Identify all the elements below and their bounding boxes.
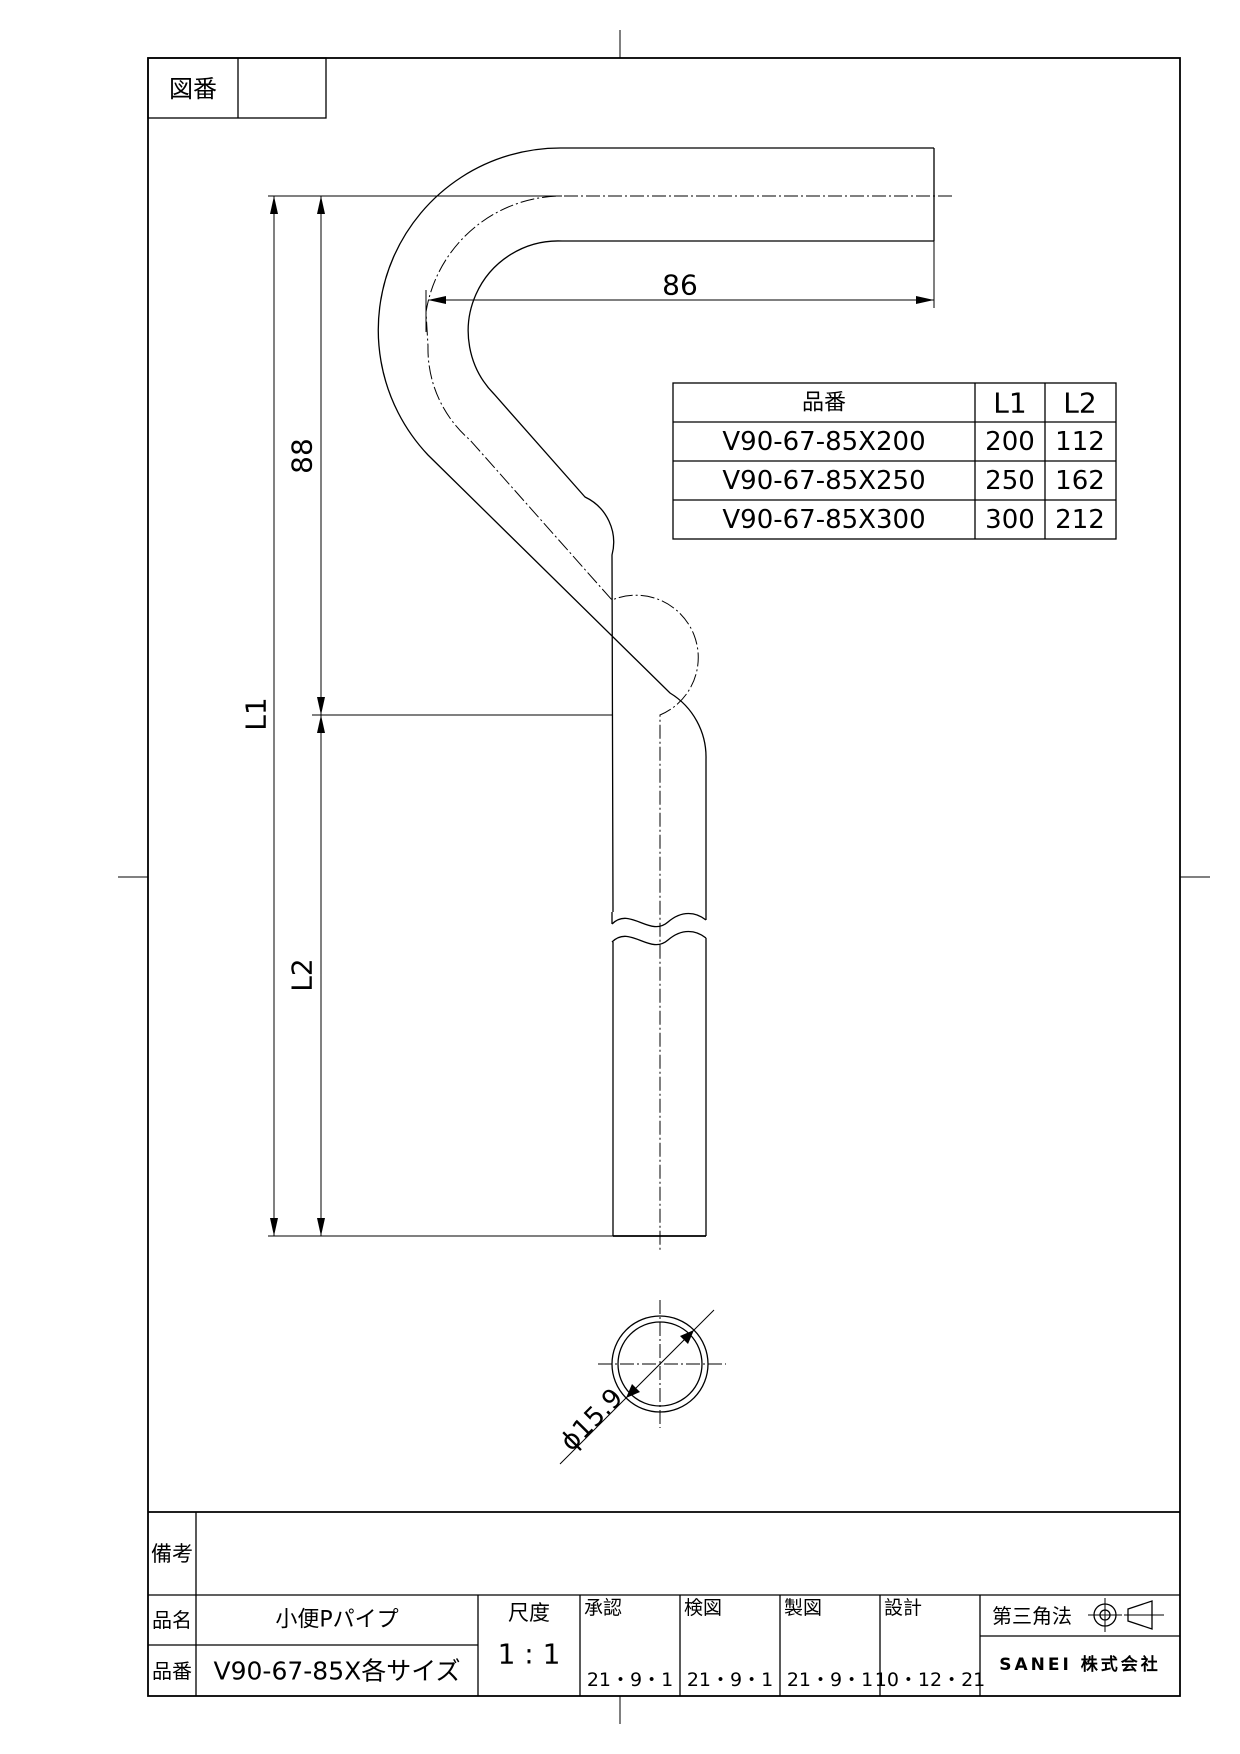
- pipe-centerline: [425, 195, 952, 1252]
- designed-label: 設計: [884, 1597, 922, 1619]
- dim-l1-label: L1: [240, 697, 273, 730]
- projection-label: 第三角法: [992, 1604, 1072, 1628]
- table-header-l1: L1: [993, 387, 1026, 420]
- title-block: 備考 品名 小便Pパイプ 品番 V90-67-85X各サイズ 尺度 1 : 1 …: [148, 1511, 1180, 1696]
- pipe-break-lower: [611, 930, 707, 946]
- table-header-part: 品番: [802, 391, 846, 416]
- table-row-3-l1: 300: [985, 505, 1035, 535]
- dim-diameter-label: ϕ15.9: [555, 1383, 629, 1457]
- scale-label: 尺度: [508, 1601, 550, 1625]
- checked-date: 21・9・1: [687, 1669, 773, 1691]
- table-row-1-l1: 200: [985, 427, 1035, 457]
- table-row-2-l2: 162: [1055, 466, 1105, 496]
- pipe-outer-contour: [377, 147, 934, 912]
- drawing-number-label: 図番: [169, 75, 217, 103]
- pipe-side-view: [377, 147, 952, 1252]
- scale-value: 1 : 1: [498, 1638, 561, 1671]
- drawing-frame: [147, 57, 1181, 1697]
- approved-date: 21・9・1: [587, 1669, 673, 1691]
- number-label: 品番: [152, 1659, 192, 1683]
- company-name: SANEI 株式会社: [999, 1654, 1160, 1675]
- checked-label: 検図: [684, 1597, 722, 1619]
- designed-date: 10・12・21: [875, 1669, 986, 1691]
- pipe-inner-contour: [467, 240, 934, 913]
- pipe-break-upper: [611, 912, 707, 928]
- table-row-1-l2: 112: [1055, 427, 1105, 457]
- number-value: V90-67-85X各サイズ: [214, 1657, 461, 1686]
- drawing-number-box: 図番: [147, 57, 327, 119]
- centering-marks: [118, 30, 1210, 1724]
- dimension-lines: [268, 195, 935, 1237]
- name-value: 小便Pパイプ: [275, 1608, 398, 1633]
- drawn-date: 21・9・1: [787, 1669, 873, 1691]
- dim-86-label: 86: [662, 269, 698, 302]
- dim-l2-label: L2: [286, 958, 319, 991]
- name-label: 品名: [152, 1608, 192, 1632]
- pipe-cross-section: [559, 1300, 726, 1465]
- table-row-2-part: V90-67-85X250: [722, 466, 925, 496]
- table-row-3-l2: 212: [1055, 505, 1105, 535]
- remarks-label: 備考: [151, 1542, 193, 1566]
- table-row-1-part: V90-67-85X200: [722, 427, 925, 457]
- third-angle-projection-icon: [1088, 1598, 1164, 1632]
- drawn-label: 製図: [784, 1597, 822, 1619]
- dim-88-label: 88: [286, 438, 319, 474]
- size-table: 品番 L1 L2 V90-67-85X200 200 112 V90-67-85…: [672, 382, 1117, 540]
- table-row-3-part: V90-67-85X300: [722, 505, 925, 535]
- table-header-l2: L2: [1063, 387, 1096, 420]
- table-row-2-l1: 250: [985, 466, 1035, 496]
- approved-label: 承認: [584, 1597, 622, 1619]
